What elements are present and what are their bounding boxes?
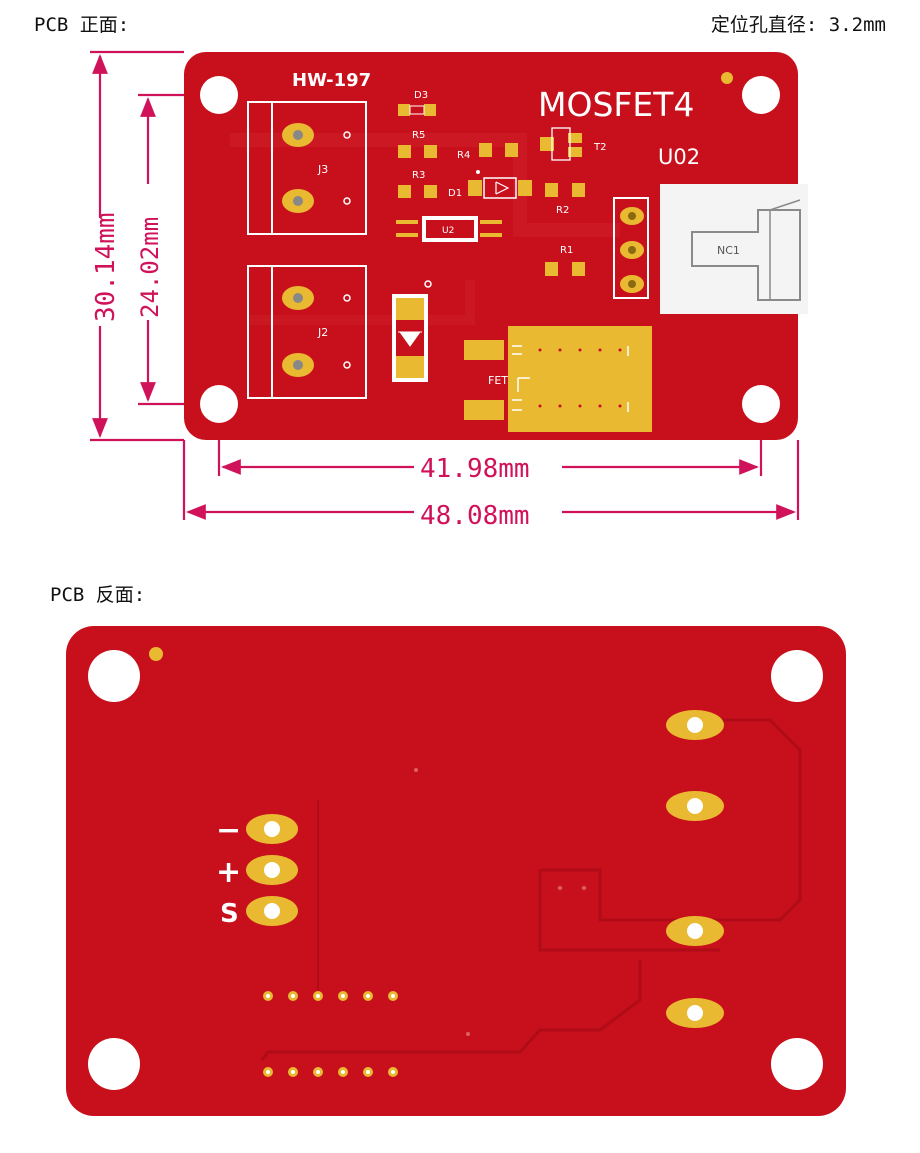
back-pcb: − + S	[66, 626, 846, 1116]
r3-label: R3	[412, 170, 425, 181]
back-hole-tr	[771, 650, 823, 702]
j2-label: J2	[317, 326, 328, 339]
front-side-label: PCB 正面:	[34, 14, 130, 36]
back-terminal-pads	[666, 710, 724, 1028]
nc1-label: NC1	[717, 244, 740, 257]
module-id: U02	[658, 145, 700, 169]
r1-label: R1	[560, 245, 573, 256]
dim-height-outer: 30.14mm	[91, 212, 121, 322]
pin-minus-label: −	[216, 813, 241, 848]
relay-nc1: NC1	[613, 184, 808, 314]
mounting-hole-tl	[200, 76, 238, 114]
r2-label: R2	[556, 205, 569, 216]
fet-label: FET	[488, 374, 508, 387]
board-title: MOSFET4	[538, 85, 694, 124]
terminal-j2: J2	[247, 265, 367, 399]
board-name: HW-197	[292, 70, 371, 91]
front-pcb: HW-197 J3 J2 D3	[184, 52, 808, 440]
terminal-j3: J3	[247, 101, 367, 235]
u2-label: U2	[442, 226, 454, 236]
mounting-hole-br	[742, 385, 780, 423]
d3-label: D3	[414, 90, 428, 101]
dim-width-inner: 41.98mm	[420, 454, 530, 484]
back-hole-br	[771, 1038, 823, 1090]
back-hole-tl	[88, 650, 140, 702]
via-row-bottom	[263, 1067, 398, 1077]
via-row-top	[263, 991, 398, 1001]
mounting-hole-tr	[742, 76, 780, 114]
signal-pin-pads	[246, 814, 298, 926]
dim-height-inner: 24.02mm	[136, 217, 164, 318]
r5-label: R5	[412, 130, 425, 141]
t2-label: T2	[593, 142, 606, 153]
fet-package: FET	[464, 326, 652, 432]
r4-label: R4	[457, 150, 470, 161]
pin-signal-label: S	[220, 899, 239, 929]
pin-plus-label: +	[216, 855, 241, 890]
back-side-label: PCB 反面:	[50, 584, 146, 606]
hole-diameter-label: 定位孔直径: 3.2mm	[710, 14, 886, 36]
power-diode	[392, 280, 432, 382]
j3-label: J3	[317, 163, 328, 176]
dim-width-outer: 48.08mm	[420, 501, 530, 531]
u2-chip: U2	[396, 216, 502, 242]
back-hole-bl	[88, 1038, 140, 1090]
mounting-hole-bl	[200, 385, 238, 423]
d1-label: D1	[448, 188, 462, 199]
